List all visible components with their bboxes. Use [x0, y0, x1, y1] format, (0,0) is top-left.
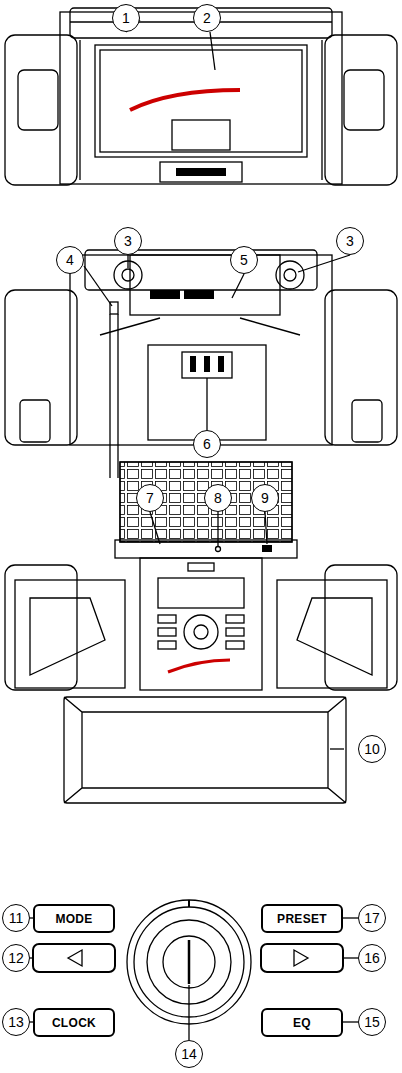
- callout-number: 3: [114, 227, 142, 255]
- button-label: MODE: [55, 912, 92, 926]
- callout-number: 17: [358, 904, 386, 932]
- right-arrow: [294, 950, 308, 966]
- top-view: [5, 8, 397, 185]
- callout-number: 13: [2, 1008, 30, 1036]
- callout-number: 16: [358, 944, 386, 972]
- callout-number: 6: [193, 430, 221, 458]
- callout-number: 12: [2, 944, 30, 972]
- callout-number: 15: [358, 1008, 386, 1036]
- front-view: [5, 462, 397, 690]
- callout-number: 11: [2, 904, 30, 932]
- callout-number: 7: [136, 484, 164, 512]
- control-button: CLOCK: [33, 1008, 115, 1037]
- callout-number: 10: [358, 735, 386, 763]
- left-button: [33, 944, 115, 972]
- control-button: MODE: [33, 904, 115, 933]
- left-arrow: [68, 950, 82, 966]
- control-button: PRESET: [261, 904, 343, 933]
- callout-number: 2: [193, 4, 221, 32]
- right-button: [261, 944, 343, 972]
- callout-number: 5: [230, 246, 258, 274]
- callout-number: 3: [336, 227, 364, 255]
- callout-number: 9: [251, 484, 279, 512]
- callout-number: 14: [175, 1040, 203, 1068]
- back-view: [5, 250, 397, 445]
- callout-number: 1: [112, 4, 140, 32]
- control-button: EQ: [261, 1008, 343, 1037]
- callout-number: 8: [204, 484, 232, 512]
- callout-number: 4: [56, 246, 84, 274]
- button-label: PRESET: [277, 912, 327, 926]
- button-label: EQ: [293, 1016, 311, 1030]
- control-panel: [64, 697, 346, 1024]
- button-label: CLOCK: [52, 1016, 96, 1030]
